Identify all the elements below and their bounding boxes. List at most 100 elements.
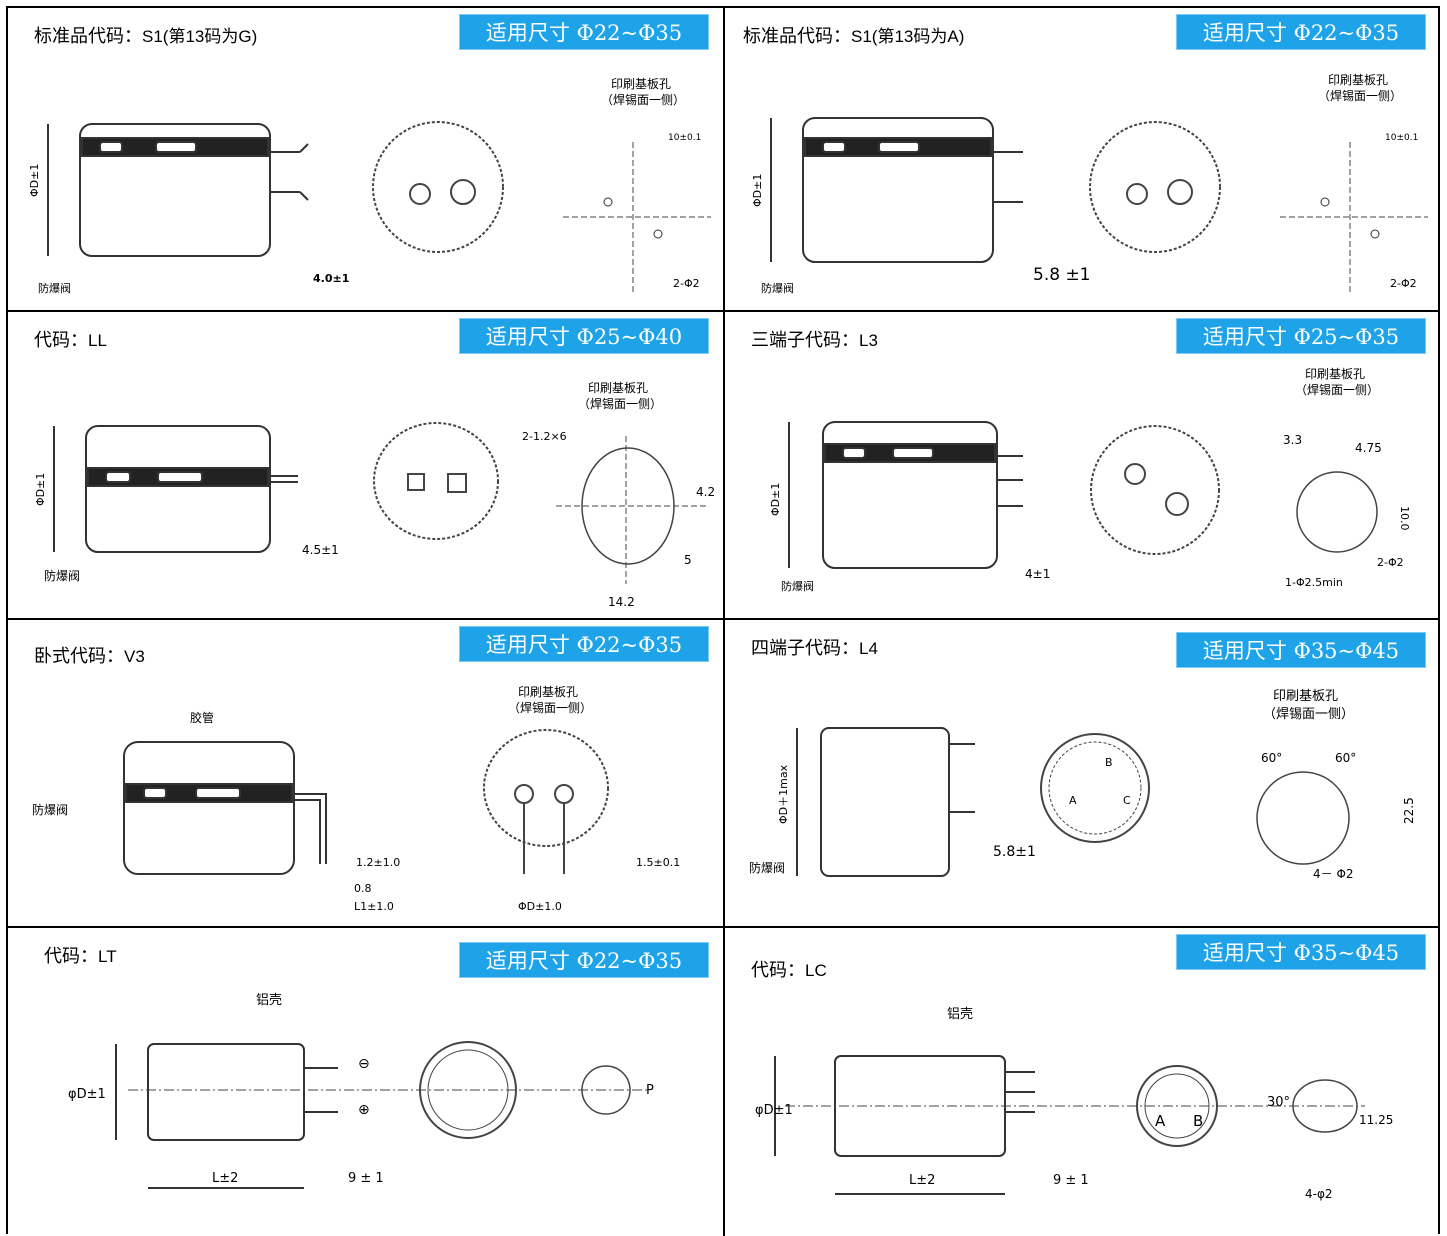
svg-text:防爆阀: 防爆阀 — [44, 568, 80, 583]
svg-text:防爆阀: 防爆阀 — [38, 281, 71, 295]
svg-text:⊕: ⊕ — [358, 1102, 370, 1118]
size-badge: 适用尺寸 Φ22~Φ35 — [459, 626, 709, 662]
spec-sheet: 标准品代码：S1(第13码为G) 适用尺寸 Φ22~Φ35 ΦD±1 防爆阀 4… — [6, 6, 1440, 1236]
svg-text:1.2±1.0: 1.2±1.0 — [356, 856, 400, 869]
size-badge: 适用尺寸 Φ25~Φ40 — [459, 318, 709, 354]
svg-text:5.8 ±1: 5.8 ±1 — [1033, 265, 1091, 285]
svg-text:9 ± 1: 9 ± 1 — [1053, 1173, 1089, 1188]
svg-text:P: P — [646, 1083, 654, 1098]
cell-title: 卧式代码：V3 — [34, 646, 145, 667]
cell-title: 标准品代码：S1(第13码为A) — [743, 26, 965, 47]
svg-text:10±0.1: 10±0.1 — [1385, 133, 1418, 143]
cell-s1-a: 标准品代码：S1(第13码为A) 适用尺寸 Φ22~Φ35 ΦD±1 防爆阀 5… — [725, 8, 1438, 310]
size-badge: 适用尺寸 Φ35~Φ45 — [1176, 632, 1426, 668]
svg-text:2-1.2×6: 2-1.2×6 — [522, 430, 567, 443]
technical-drawing: 铝壳 φD±1 L±2 9 ± 1 ⊖ ⊕ P — [68, 993, 654, 1189]
size-badge: 适用尺寸 Φ22~Φ35 — [459, 14, 709, 50]
svg-text:2-Φ2: 2-Φ2 — [673, 277, 700, 290]
svg-text:4.5±1: 4.5±1 — [302, 543, 339, 557]
svg-text:10±0.1: 10±0.1 — [668, 133, 701, 143]
svg-text:（焊锡面一侧）: （焊锡面一侧） — [508, 700, 592, 715]
svg-text:4±1: 4±1 — [1025, 567, 1050, 581]
svg-text:60°: 60° — [1261, 751, 1282, 765]
svg-text:ΦD＋1max: ΦD＋1max — [777, 764, 790, 824]
svg-text:防爆阀: 防爆阀 — [781, 579, 814, 593]
row-divider — [8, 926, 1438, 928]
svg-text:φD±1: φD±1 — [68, 1087, 106, 1102]
svg-text:铝壳: 铝壳 — [256, 993, 282, 1008]
cell-title: 三端子代码：L3 — [751, 330, 878, 351]
svg-text:C: C — [1123, 794, 1131, 807]
cell-v3: 卧式代码：V3 适用尺寸 Φ22~Φ35 胶管 防爆阀 1.2±1.0 0.8 … — [8, 620, 721, 926]
svg-text:L±2: L±2 — [212, 1171, 238, 1186]
svg-text:⊖: ⊖ — [358, 1056, 370, 1072]
svg-text:（焊锡面一侧）: （焊锡面一侧） — [1263, 706, 1354, 722]
technical-drawing: ΦD±1 防爆阀 4.5±1 印刷基板孔 （焊锡面一侧） 2-1.2×6 4.2… — [34, 381, 715, 609]
size-badge: 适用尺寸 Φ25~Φ35 — [1176, 318, 1426, 354]
svg-text:4-φ2: 4-φ2 — [1305, 1187, 1333, 1201]
svg-text:5: 5 — [684, 553, 692, 567]
svg-text:30°: 30° — [1267, 1095, 1290, 1110]
svg-text:2-Φ2: 2-Φ2 — [1390, 277, 1417, 290]
svg-text:防爆阀: 防爆阀 — [761, 281, 794, 295]
end-view — [372, 121, 504, 253]
svg-text:1.5±0.1: 1.5±0.1 — [636, 856, 680, 869]
svg-text:4.2: 4.2 — [696, 485, 715, 499]
svg-text:ΦD±1: ΦD±1 — [769, 483, 782, 516]
svg-text:B: B — [1105, 756, 1113, 769]
cell-l3: 三端子代码：L3 适用尺寸 Φ25~Φ35 ΦD±1 防爆阀 4±1 印刷基板孔… — [725, 312, 1438, 618]
size-badge: 适用尺寸 Φ22~Φ35 — [459, 942, 709, 978]
svg-text:ΦD±1: ΦD±1 — [34, 473, 47, 506]
cell-lt: 代码：LT 适用尺寸 Φ22~Φ35 铝壳 φD±1 L±2 9 ± 1 ⊖ ⊕… — [8, 928, 721, 1236]
svg-text:铝壳: 铝壳 — [947, 1007, 973, 1022]
svg-text:3.3: 3.3 — [1283, 433, 1302, 447]
cell-title: 四端子代码：L4 — [751, 638, 878, 659]
svg-text:L1±1.0: L1±1.0 — [354, 900, 394, 913]
svg-text:1-Φ2.5min: 1-Φ2.5min — [1285, 576, 1343, 589]
cell-title: 代码：LL — [34, 330, 107, 351]
cell-title: 代码：LC — [751, 960, 827, 981]
svg-text:60°: 60° — [1335, 751, 1356, 765]
cell-ll: 代码：LL 适用尺寸 Φ25~Φ40 ΦD±1 防爆阀 4.5±1 印刷基板孔 … — [8, 312, 721, 618]
cell-title: 代码：LT — [44, 946, 117, 967]
technical-drawing: ΦD±1 防爆阀 4±1 印刷基板孔 （焊锡面一侧） 3.3 4.75 10.0… — [769, 367, 1411, 593]
svg-text:A: A — [1155, 1112, 1166, 1130]
svg-text:4－ Φ2: 4－ Φ2 — [1313, 867, 1354, 881]
svg-text:φD±1: φD±1 — [755, 1103, 793, 1118]
svg-text:0.8: 0.8 — [354, 882, 372, 895]
size-badge: 适用尺寸 Φ35~Φ45 — [1176, 934, 1426, 970]
svg-text:印刷基板孔: 印刷基板孔 — [1328, 73, 1388, 87]
svg-text:5.8±1: 5.8±1 — [993, 844, 1036, 860]
cell-s1-g: 标准品代码：S1(第13码为G) 适用尺寸 Φ22~Φ35 ΦD±1 防爆阀 4… — [8, 8, 721, 310]
svg-text:防爆阀: 防爆阀 — [749, 860, 785, 875]
technical-drawing: 铝壳 φD±1 L±2 9 ± 1 A B 30° 11.25 4-φ2 — [755, 1007, 1393, 1201]
svg-text:11.25: 11.25 — [1359, 1113, 1393, 1127]
svg-text:L±2: L±2 — [909, 1173, 935, 1188]
svg-text:印刷基板孔: 印刷基板孔 — [611, 77, 671, 91]
technical-drawing: ΦD＋1max 防爆阀 5.8±1 B A C 印刷基板孔 （焊锡面一侧） 60… — [749, 689, 1416, 881]
svg-text:B: B — [1193, 1112, 1203, 1130]
svg-text:胶管: 胶管 — [190, 710, 214, 725]
technical-drawing: 胶管 防爆阀 1.2±1.0 0.8 L1±1.0 印刷基板孔 （焊锡面一侧） … — [32, 685, 680, 913]
column-divider — [723, 8, 725, 1236]
svg-text:（焊锡面一侧）: （焊锡面一侧） — [1318, 88, 1402, 103]
svg-text:9 ± 1: 9 ± 1 — [348, 1171, 384, 1186]
svg-text:ΦD±1.0: ΦD±1.0 — [518, 900, 562, 913]
cell-l4: 四端子代码：L4 适用尺寸 Φ35~Φ45 ΦD＋1max 防爆阀 5.8±1 … — [725, 620, 1438, 926]
row-divider — [8, 310, 1438, 312]
technical-drawing: ΦD±1 防爆阀 5.8 ±1 印刷基板孔 （焊锡面一侧） 10±0.1 2-Φ… — [751, 73, 1428, 295]
row-divider — [8, 618, 1438, 620]
capacitor-body — [79, 123, 271, 257]
svg-text:（焊锡面一侧）: （焊锡面一侧） — [1295, 382, 1379, 397]
svg-text:10.0: 10.0 — [1398, 506, 1411, 531]
svg-text:2-Φ2: 2-Φ2 — [1377, 556, 1404, 569]
cell-lc: 代码：LC 适用尺寸 Φ35~Φ45 铝壳 φD±1 L±2 9 ± 1 A B… — [725, 928, 1438, 1236]
svg-text:印刷基板孔: 印刷基板孔 — [1273, 689, 1338, 704]
svg-text:（焊锡面一侧）: （焊锡面一侧） — [601, 92, 685, 107]
svg-text:22.5: 22.5 — [1402, 797, 1416, 824]
svg-text:印刷基板孔: 印刷基板孔 — [588, 381, 648, 395]
cell-title: 标准品代码：S1(第13码为G) — [34, 26, 258, 47]
svg-text:4.0±1: 4.0±1 — [313, 272, 349, 285]
svg-text:A: A — [1069, 794, 1077, 807]
svg-text:ΦD±1: ΦD±1 — [28, 164, 41, 197]
